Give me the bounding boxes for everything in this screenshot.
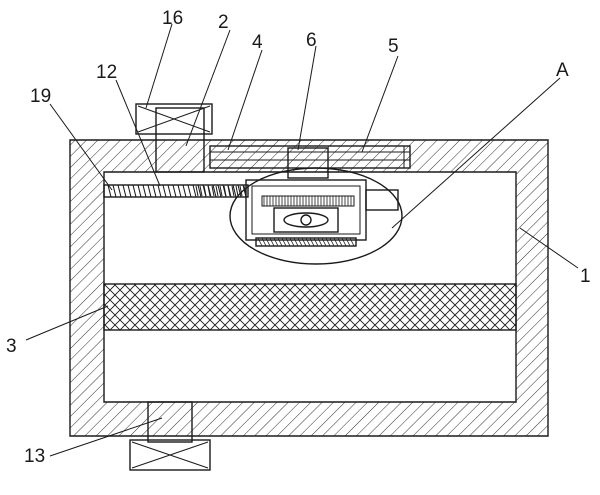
stroke — [349, 237, 355, 247]
stroke — [219, 185, 223, 197]
stroke — [261, 237, 267, 247]
stroke — [157, 184, 162, 198]
stroke — [197, 184, 202, 198]
spring — [195, 185, 247, 197]
stroke — [317, 237, 323, 247]
label-6: 6 — [306, 30, 317, 51]
stroke — [235, 185, 239, 197]
stroke — [215, 185, 219, 197]
stroke — [127, 184, 132, 198]
label-2: 2 — [218, 12, 229, 33]
gear-teeth — [263, 196, 352, 206]
label-16: 16 — [162, 8, 183, 29]
stroke — [212, 184, 217, 198]
stroke — [269, 237, 275, 247]
sensor-pupil — [300, 214, 312, 226]
stroke — [211, 185, 215, 197]
stroke — [273, 237, 279, 247]
stroke — [281, 237, 287, 247]
slider-block — [287, 147, 329, 179]
stroke — [293, 237, 299, 247]
stroke — [162, 184, 167, 198]
stroke — [207, 185, 211, 197]
stroke — [285, 237, 291, 247]
label-3: 3 — [6, 336, 17, 357]
label-5: 5 — [388, 36, 399, 57]
stroke — [329, 237, 335, 247]
base-hatch — [257, 237, 355, 247]
label-13: 13 — [24, 446, 45, 467]
stroke — [289, 237, 295, 247]
inner-box — [273, 207, 339, 233]
leader-lines — [25, 23, 579, 457]
stroke — [277, 237, 283, 247]
stroke — [231, 185, 235, 197]
stroke — [182, 184, 187, 198]
bottom-valve — [129, 439, 211, 471]
stroke — [177, 184, 182, 198]
sensor-eye — [283, 212, 329, 228]
stroke — [265, 237, 271, 247]
stroke — [192, 184, 197, 198]
gear-strip — [261, 195, 355, 207]
stroke — [237, 184, 242, 198]
stroke — [345, 237, 351, 247]
stroke — [152, 184, 157, 198]
stroke — [167, 184, 172, 198]
inlet-pipe — [155, 107, 205, 173]
label-a: A — [556, 60, 569, 81]
stroke — [203, 185, 207, 197]
mechanism-frame — [245, 179, 367, 241]
stroke — [232, 184, 237, 198]
outlet-pipe — [147, 401, 193, 443]
label-1: 1 — [580, 266, 591, 287]
label-19: 19 — [30, 86, 51, 107]
bottom-valve-cross — [131, 441, 209, 469]
stroke — [172, 184, 177, 198]
stroke — [227, 185, 231, 197]
label-12: 12 — [96, 62, 117, 83]
stroke — [239, 185, 243, 197]
stroke — [147, 184, 152, 198]
stroke — [341, 237, 347, 247]
side-nut — [365, 189, 399, 211]
stroke — [333, 237, 339, 247]
stroke — [305, 237, 311, 247]
stroke — [313, 237, 319, 247]
filter-layer — [103, 283, 517, 331]
detail-circle-a — [229, 167, 403, 265]
stroke — [321, 237, 327, 247]
stroke — [195, 185, 199, 197]
stroke — [132, 184, 137, 198]
stroke — [122, 184, 127, 198]
stroke — [257, 237, 263, 247]
stroke — [301, 237, 307, 247]
stroke — [137, 184, 142, 198]
stroke — [107, 184, 112, 198]
top-valve — [135, 103, 213, 135]
stroke — [325, 237, 331, 247]
stroke — [223, 185, 227, 197]
top-valve-cross — [137, 105, 211, 133]
stroke — [217, 184, 222, 198]
stroke — [117, 184, 122, 198]
stroke — [142, 184, 147, 198]
stroke — [337, 237, 343, 247]
stroke — [297, 237, 303, 247]
stroke — [199, 185, 203, 197]
stroke — [309, 237, 315, 247]
stroke — [112, 184, 117, 198]
label-4: 4 — [252, 32, 263, 53]
stroke — [187, 184, 192, 198]
